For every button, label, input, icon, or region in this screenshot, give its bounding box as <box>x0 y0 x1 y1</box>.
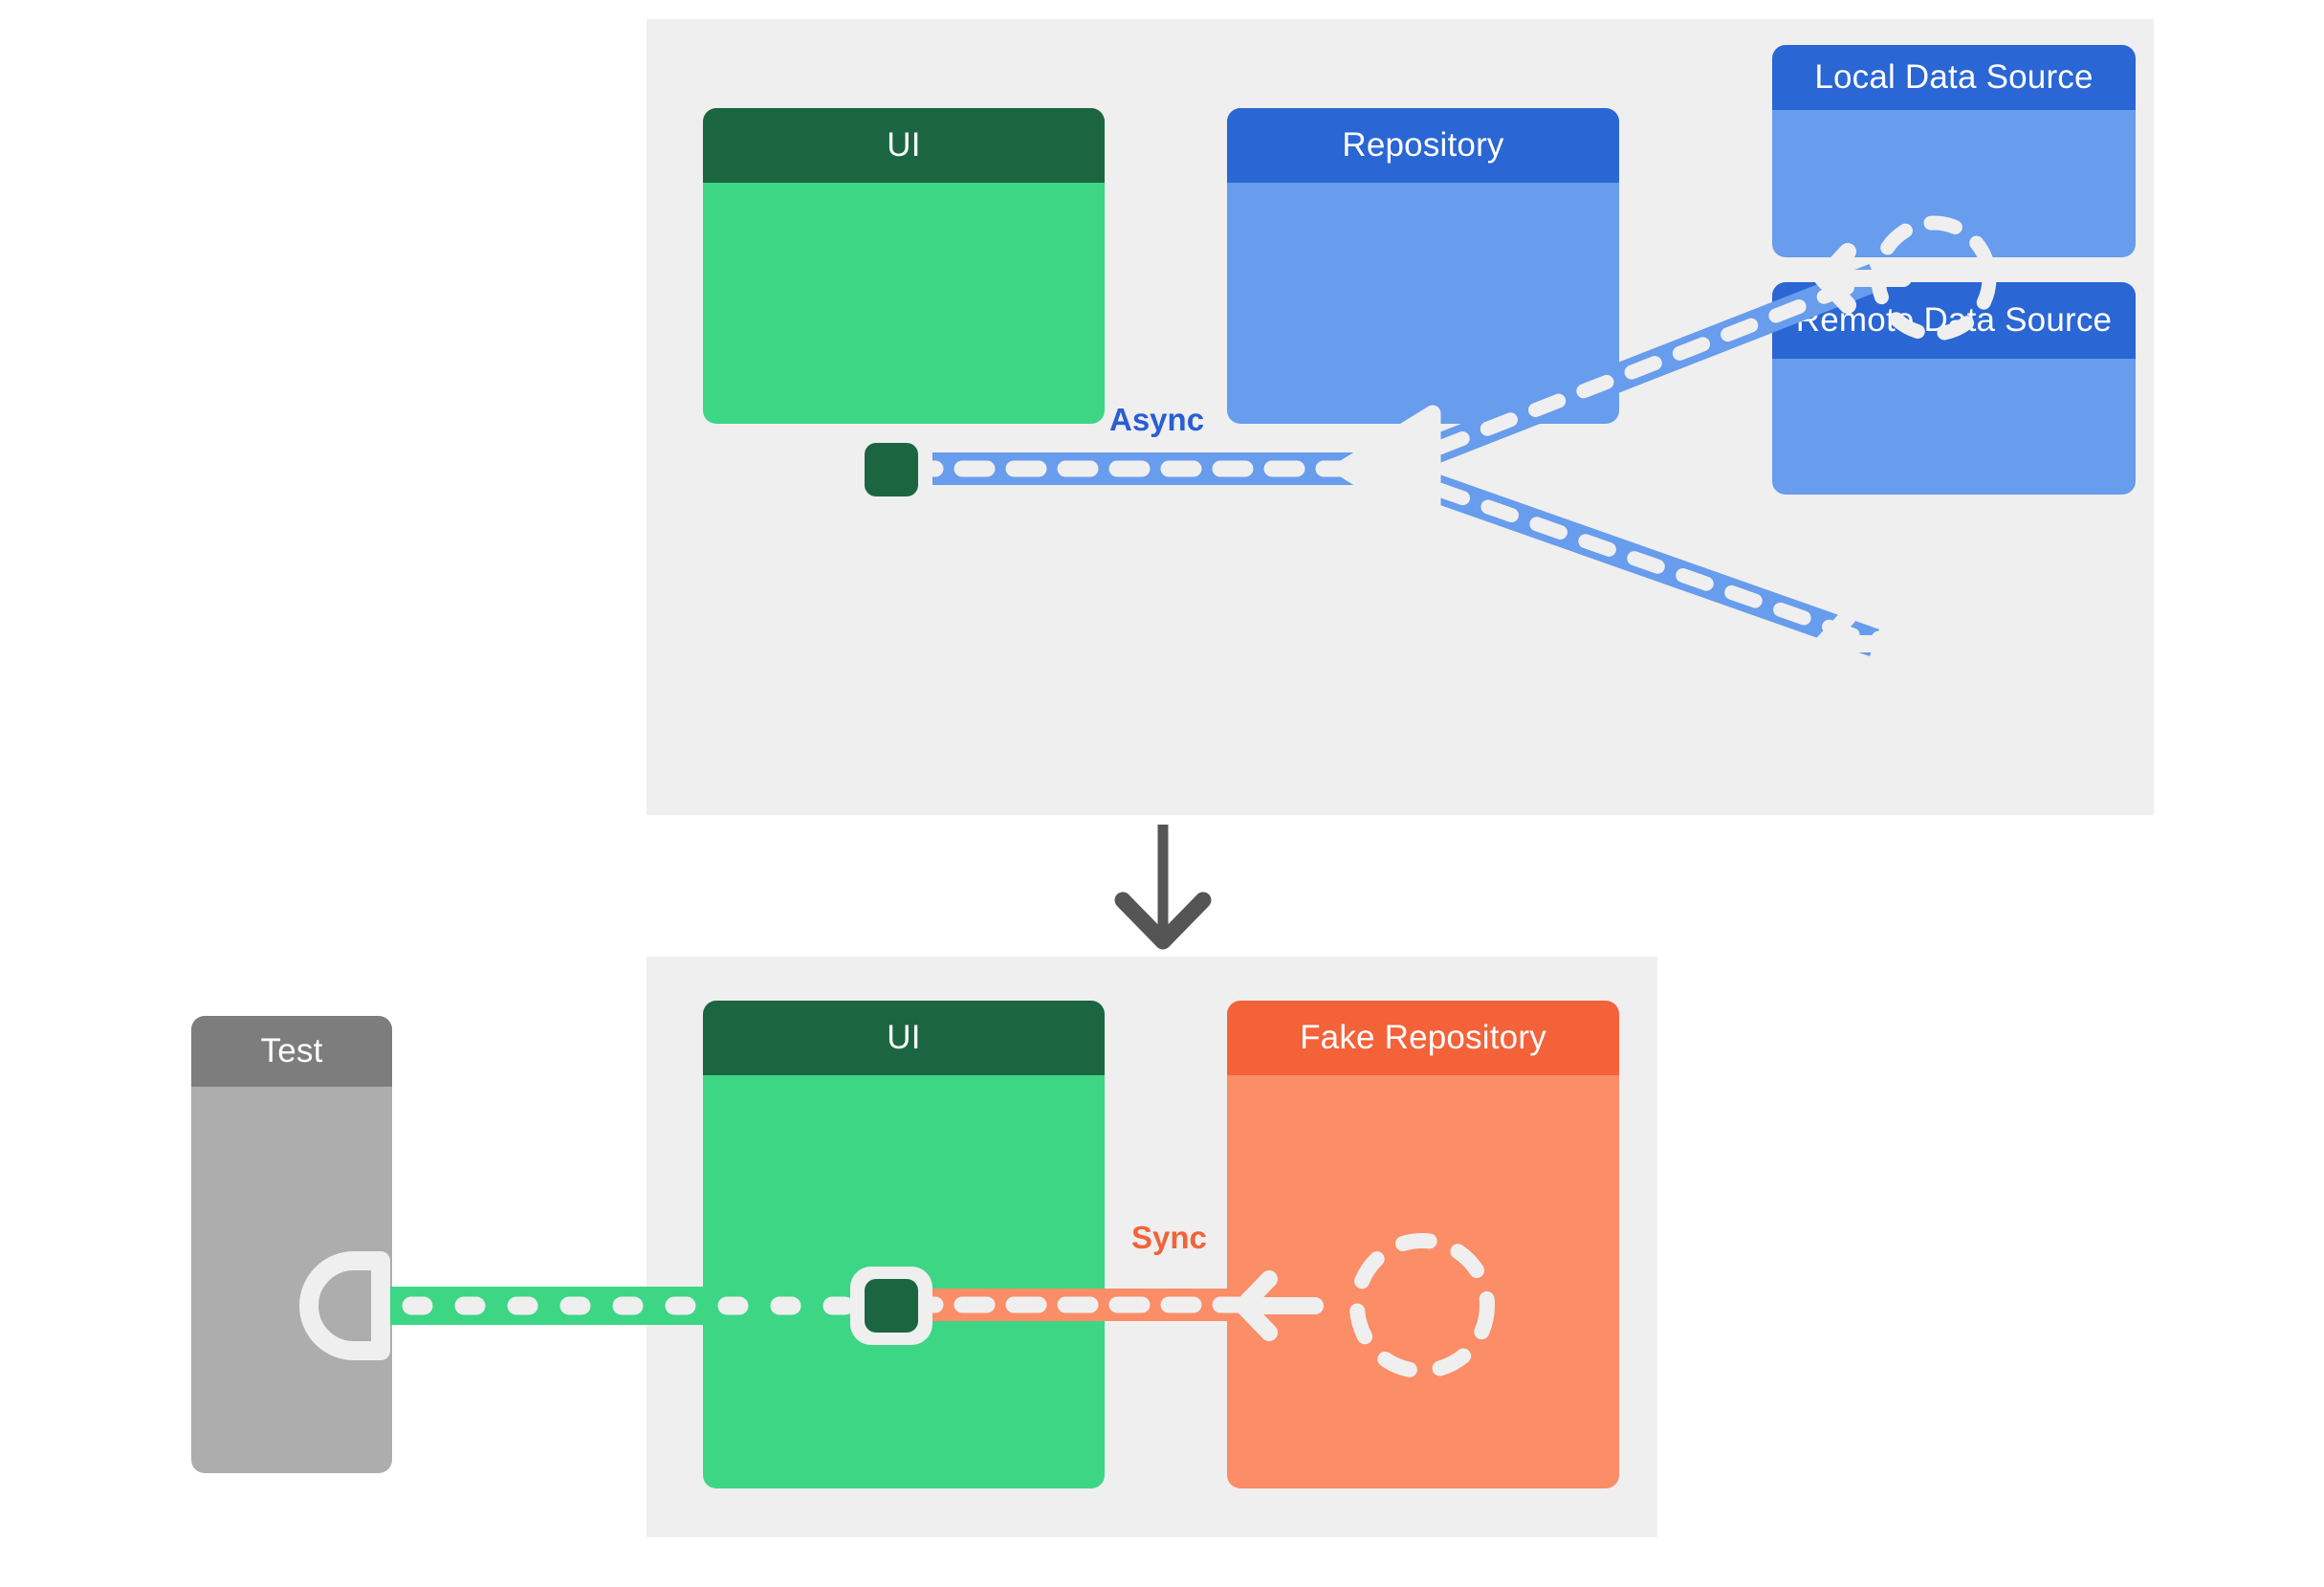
card-fake-repository[interactable]: Fake Repository <box>1227 1001 1619 1488</box>
card-body-ui-production <box>703 183 1105 424</box>
card-body-repository <box>1227 183 1619 424</box>
card-body-local-data-source <box>1772 110 2136 257</box>
card-body-fake-repository <box>1227 1075 1619 1488</box>
card-local-data-source[interactable]: Local Data Source <box>1772 45 2136 257</box>
card-ui-test[interactable]: UI <box>703 1001 1105 1488</box>
card-title-ui-test: UI <box>703 1001 1105 1075</box>
card-title-local-data-source: Local Data Source <box>1772 45 2136 110</box>
down-arrow-icon <box>1114 825 1212 950</box>
card-title-fake-repository: Fake Repository <box>1227 1001 1619 1075</box>
card-remote-data-source[interactable]: Remote Data Source <box>1772 282 2136 495</box>
card-body-remote-data-source <box>1772 359 2136 495</box>
connector-label-sync: Sync <box>1131 1220 1207 1255</box>
connector-label-async: Async <box>1109 402 1205 437</box>
card-title-test: Test <box>191 1016 392 1087</box>
card-body-ui-test <box>703 1075 1105 1488</box>
card-test[interactable]: Test <box>191 1016 392 1473</box>
card-title-ui-production: UI <box>703 108 1105 183</box>
card-ui-production[interactable]: UI <box>703 108 1105 424</box>
card-repository[interactable]: Repository <box>1227 108 1619 424</box>
card-title-repository: Repository <box>1227 108 1619 183</box>
card-body-test <box>191 1087 392 1473</box>
card-title-remote-data-source: Remote Data Source <box>1772 282 2136 359</box>
